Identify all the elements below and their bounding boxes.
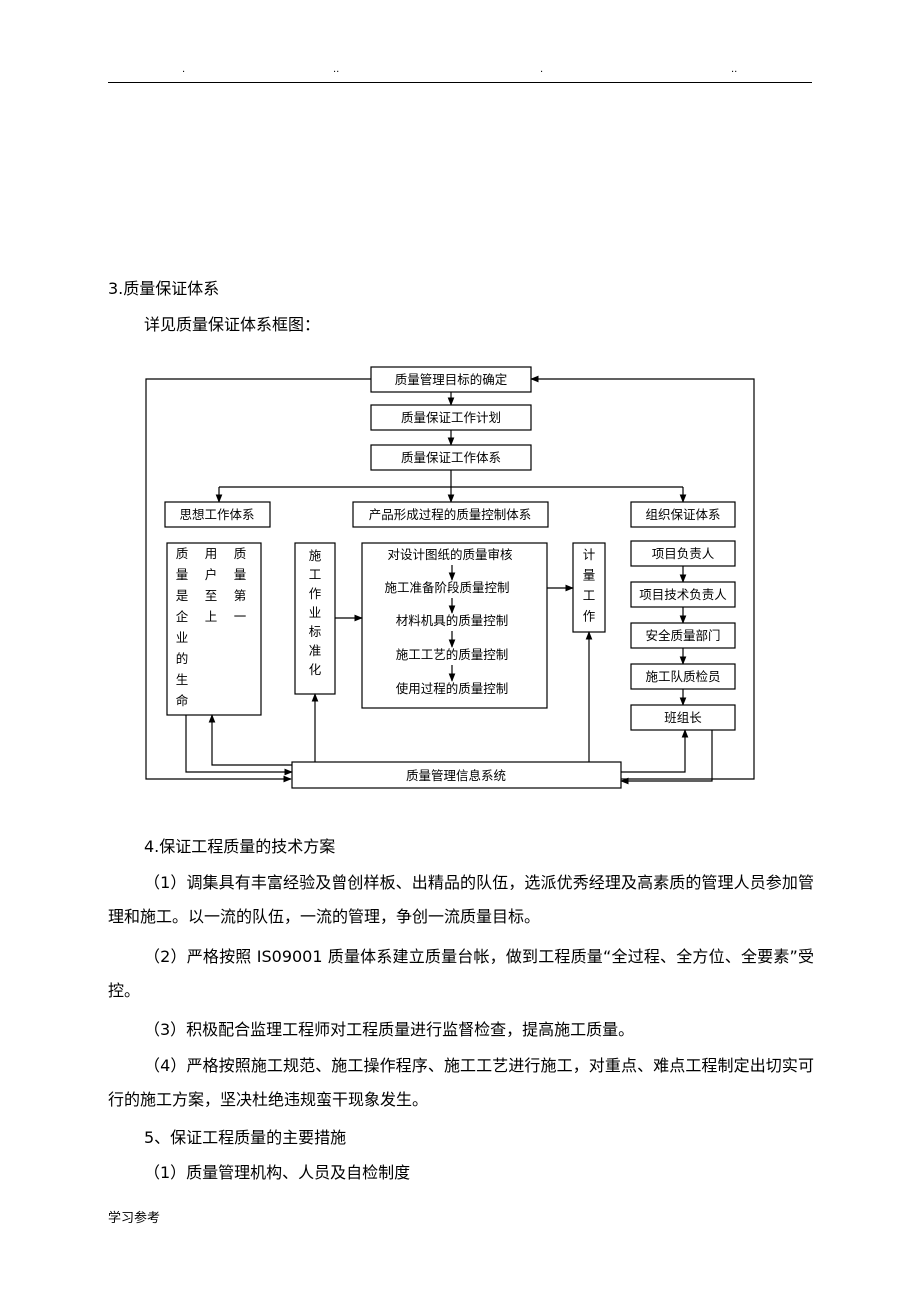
section-3-intro: 详见质量保证体系框图： <box>144 315 321 334</box>
control-item-1: 对设计图纸的质量审核 <box>387 547 513 562</box>
org-item-2-box <box>630 581 736 608</box>
system-label: 质量保证工作体系 <box>401 450 501 465</box>
info-system-box <box>291 761 622 789</box>
measure-label: 计量工作 <box>583 547 596 624</box>
section-5-para-1: （1）质量管理机构、人员及自检制度 <box>144 1163 411 1182</box>
control-item-5: 使用过程的质量控制 <box>396 681 509 696</box>
std-work-box <box>294 542 336 695</box>
std-work-label: 施工作业标准化 <box>309 548 322 677</box>
control-item-3: 材料机具的质量控制 <box>396 613 509 628</box>
org-item-4-label: 施工队质检员 <box>645 669 720 684</box>
left-head-label: 思想工作体系 <box>179 507 254 522</box>
ideology-col-1: 质量是企业的生命 <box>176 546 189 708</box>
org-item-4-box <box>630 663 736 690</box>
right-head-label: 组织保证体系 <box>645 507 720 522</box>
footer-text: 学习参考 <box>108 1211 161 1226</box>
org-item-5-label: 班组长 <box>664 710 702 725</box>
org-item-1-box <box>630 540 736 567</box>
header-mark-3: . <box>540 64 544 75</box>
org-item-3-box <box>630 622 736 649</box>
org-item-5-box <box>630 704 736 731</box>
goal-label: 质量管理目标的确定 <box>395 372 508 387</box>
control-item-2: 施工准备阶段质量控制 <box>384 580 509 595</box>
mid-head-box <box>352 501 549 528</box>
header-mark-2: .. <box>333 64 340 75</box>
plan-label: 质量保证工作计划 <box>401 410 501 425</box>
section-5-heading: 5、保证工程质量的主要措施 <box>144 1128 347 1147</box>
section-4-para-4: （4）严格按照施工规范、施工操作程序、施工工艺进行施工，对重点、难点工程制定出切… <box>108 1056 814 1109</box>
ideology-to-info-line <box>185 715 293 776</box>
org-item-1-label: 项目负责人 <box>652 546 715 561</box>
info-to-ideology-line <box>208 714 292 766</box>
header-rule <box>108 82 812 83</box>
right-head-box <box>630 501 736 528</box>
section-4-heading: 4.保证工程质量的技术方案 <box>144 837 336 856</box>
system-box <box>370 444 532 471</box>
mid-head-label: 产品形成过程的质量控制体系 <box>369 507 532 522</box>
section-3-heading: 3.质量保证体系 <box>108 279 220 298</box>
org-item-2-label: 项目技术负责人 <box>639 587 727 602</box>
info-to-team-line <box>621 729 689 773</box>
measure-box <box>572 542 606 633</box>
org-item-3-label: 安全质量部门 <box>645 628 720 643</box>
control-item-4: 施工工艺的质量控制 <box>396 647 509 662</box>
header-mark-4: .. <box>731 64 738 75</box>
section-4-para-2: （2）严格按照 IS09001 质量体系建立质量台帐，做到工程质量“全过程、全方… <box>108 947 814 1000</box>
ideology-box <box>166 542 262 716</box>
header-mark-1: . <box>182 64 186 75</box>
left-head-box <box>164 501 271 528</box>
section-4-para-1: （1）调集具有丰富经验及曾创样板、出精品的队伍，选派优秀经理及高素质的管理人员参… <box>108 873 814 926</box>
loop-right-line <box>530 375 755 780</box>
ideology-col-3: 质量第一 <box>234 546 247 624</box>
section-4-para-3: （3）积极配合监理工程师对工程质量进行监督检查，提高施工质量。 <box>144 1020 635 1039</box>
ideology-col-2: 用户至上 <box>205 546 218 624</box>
info-system-label: 质量管理信息系统 <box>406 768 506 783</box>
loop-left-line <box>145 378 371 783</box>
team-to-info-line <box>620 730 713 785</box>
